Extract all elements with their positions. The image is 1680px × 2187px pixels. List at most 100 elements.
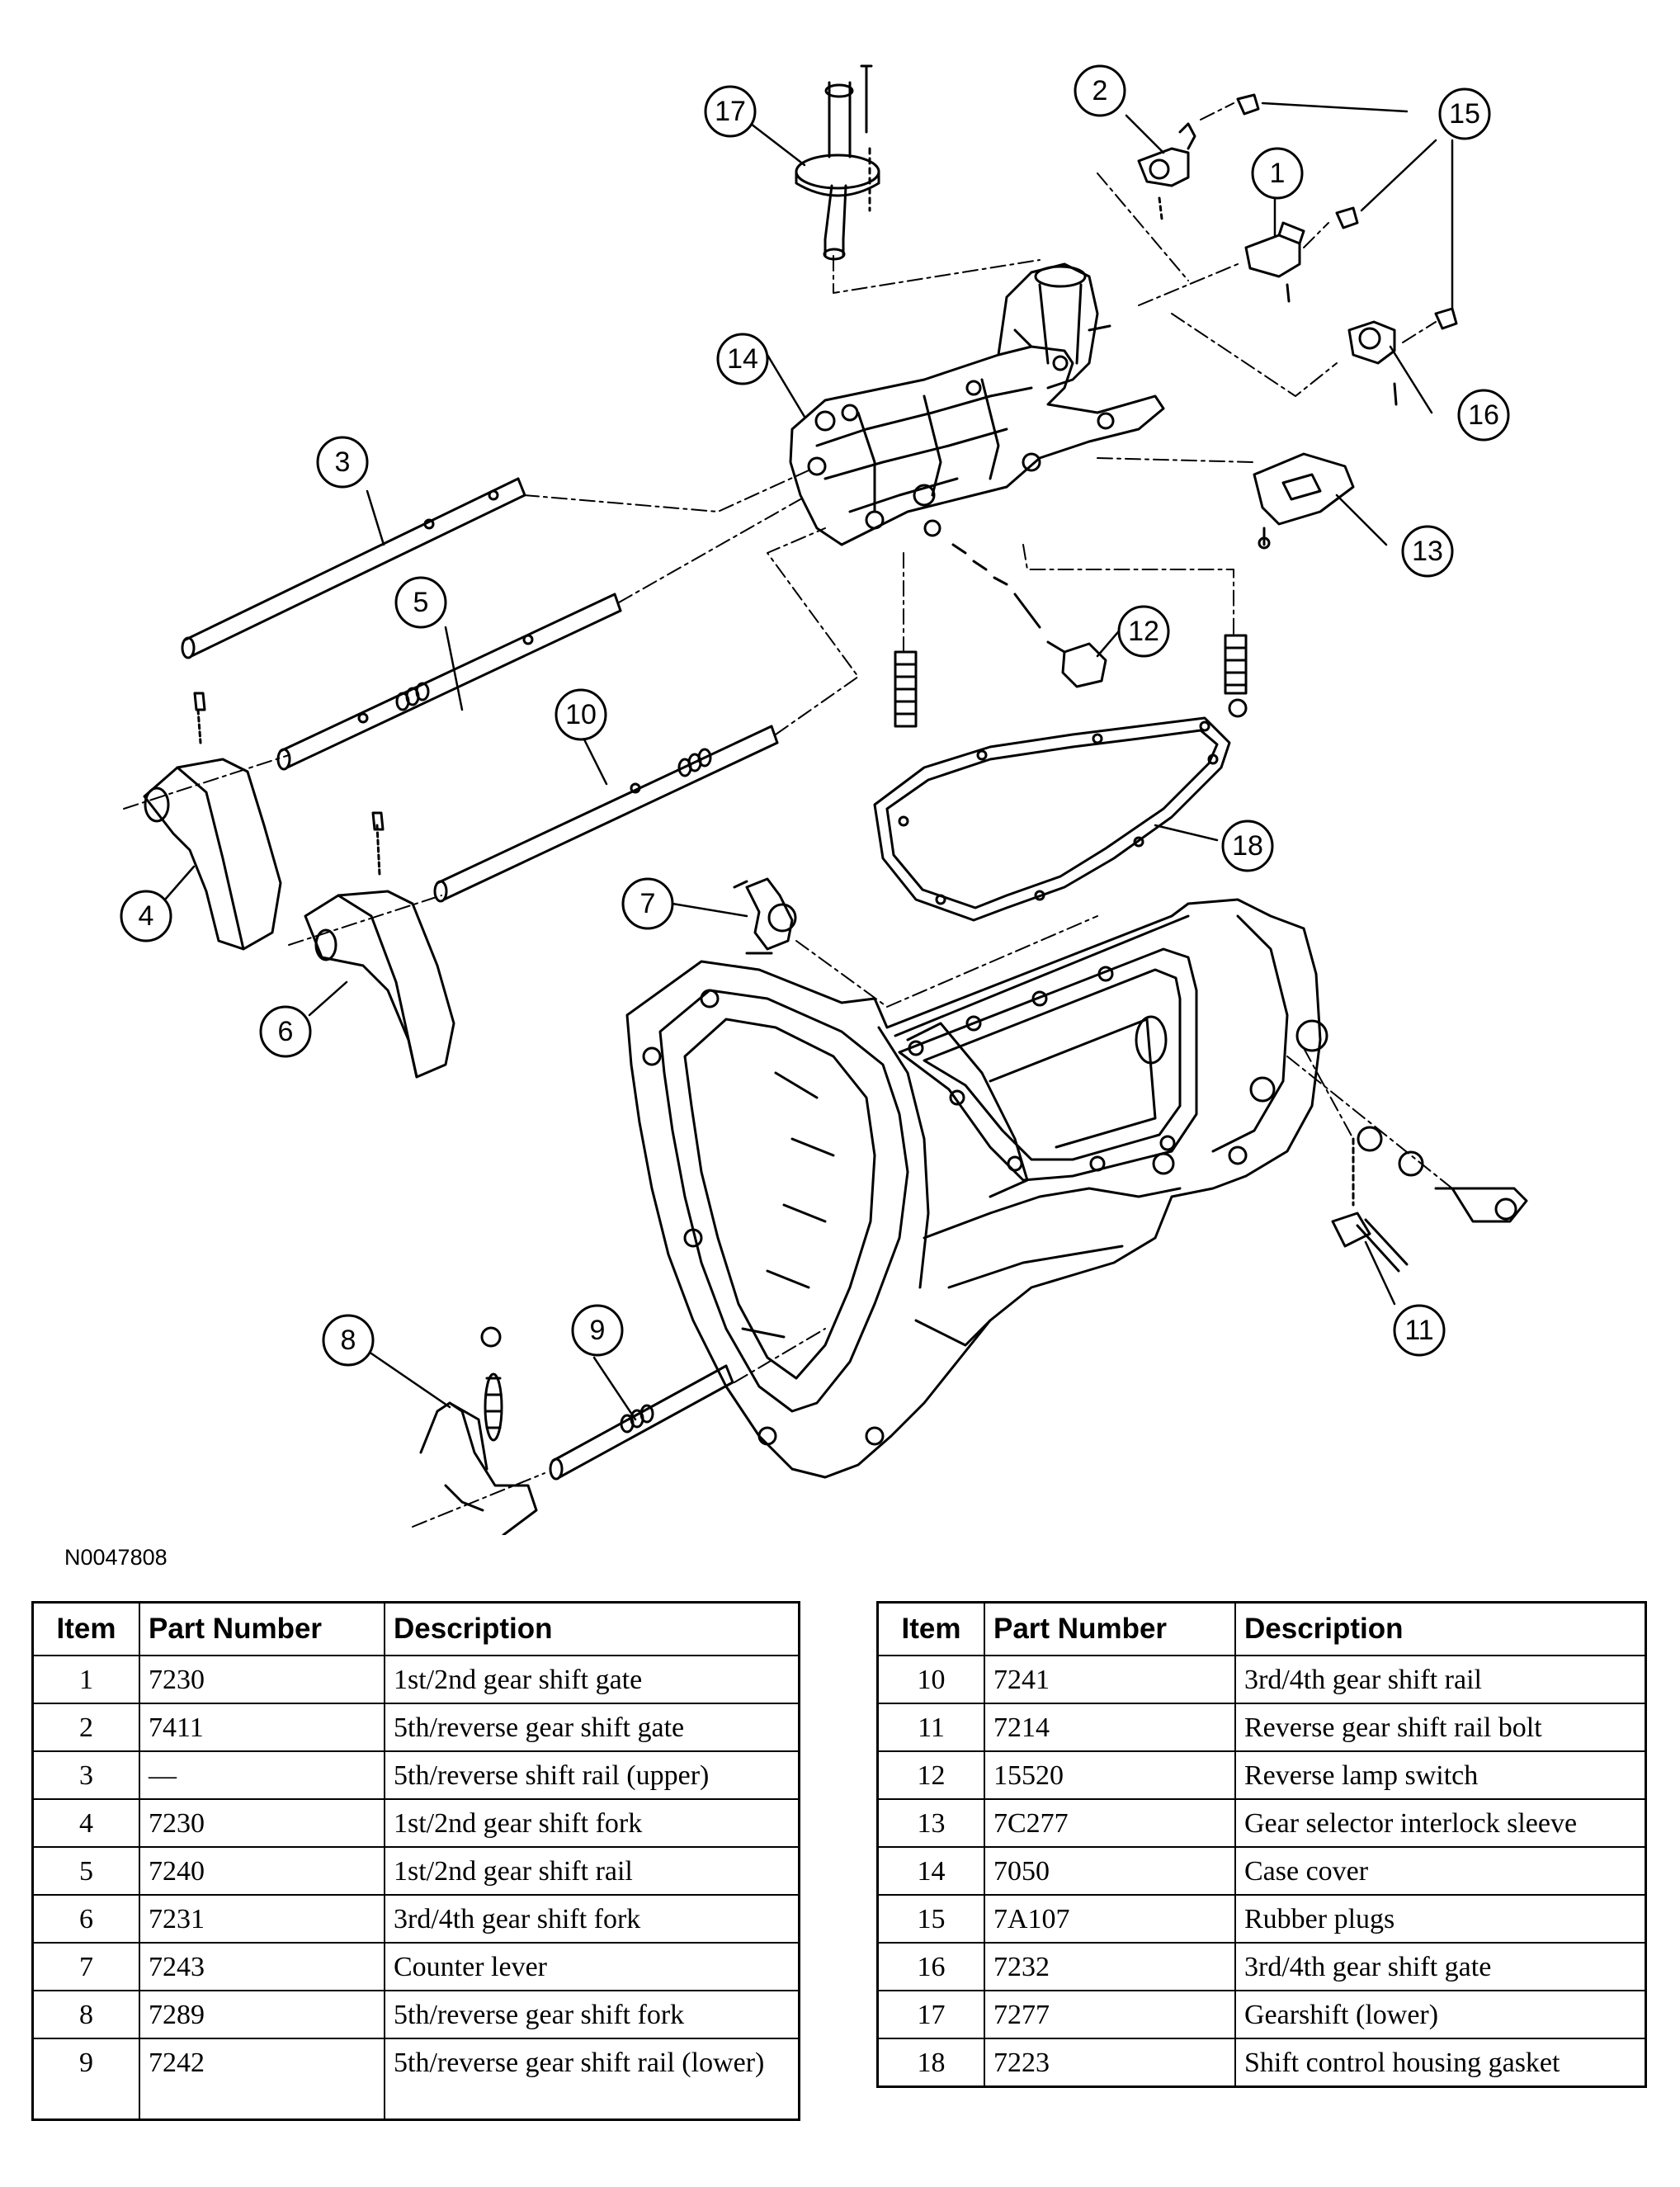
shift-rail-bolt (1331, 1126, 1528, 1273)
fifth-reverse-fork (419, 1326, 538, 1535)
callout-15: 15 (1449, 98, 1480, 130)
description-cell: 1st/2nd gear shift fork (384, 1798, 800, 1848)
header-description: Description (1234, 1601, 1647, 1656)
assembly-lines (123, 102, 1453, 1528)
description-cell: 3rd/4th gear shift fork (384, 1894, 800, 1944)
callout-9: 9 (590, 1315, 606, 1346)
part-number-cell: 7242 (139, 2038, 385, 2120)
callout-12: 12 (1128, 616, 1159, 647)
description-cell: Reverse gear shift rail bolt (1234, 1703, 1647, 1752)
callout-2: 2 (1092, 75, 1108, 106)
first-second-gate (1244, 221, 1305, 303)
part-number-cell: 7277 (984, 1990, 1236, 2039)
part-number-cell: 7214 (984, 1703, 1236, 1752)
case-cover (789, 262, 1165, 546)
item-cell: 1 (31, 1655, 140, 1704)
callout-numbers: 1 2 3 4 5 6 7 8 9 10 11 12 13 14 15 16 1… (139, 75, 1499, 1356)
item-cell: 2 (31, 1703, 140, 1752)
part-number-cell: — (139, 1750, 385, 1800)
callout-1: 1 (1270, 158, 1286, 189)
callout-7: 7 (640, 888, 656, 919)
callout-11: 11 (1404, 1315, 1433, 1346)
header-description: Description (384, 1601, 800, 1656)
part-number-cell: 7243 (139, 1942, 385, 1991)
item-cell: 5 (31, 1846, 140, 1896)
callout-5: 5 (413, 587, 429, 618)
first-second-fork (143, 692, 282, 951)
item-cell: 17 (876, 1990, 985, 2039)
item-cell: 6 (31, 1894, 140, 1944)
rubber-plugs (1236, 93, 1458, 330)
callout-13: 13 (1412, 536, 1443, 567)
item-cell: 3 (31, 1750, 140, 1800)
detent-springs (894, 543, 1248, 728)
header-part-number: Part Number (139, 1601, 385, 1656)
upper-shift-rail (181, 477, 526, 659)
description-cell: Counter lever (384, 1942, 800, 1991)
lower-shift-rail (549, 1364, 734, 1481)
callout-3: 3 (335, 446, 351, 478)
description-cell: Gearshift (lower) (1234, 1990, 1647, 2039)
description-cell: 3rd/4th gear shift gate (1234, 1942, 1647, 1991)
item-cell: 7 (31, 1942, 140, 1991)
header-item: Item (876, 1601, 985, 1656)
table-row: 3—5th/reverse shift rail (upper) (31, 1750, 800, 1800)
part-number-cell: 7230 (139, 1655, 385, 1704)
part-number-cell: 7050 (984, 1846, 1236, 1896)
callout-leaders (163, 102, 1454, 1421)
callout-14: 14 (727, 343, 758, 375)
part-number-cell: 7240 (139, 1846, 385, 1896)
part-number-cell: 7230 (139, 1798, 385, 1848)
gearshift-lower (795, 64, 880, 261)
part-number-cell: 15520 (984, 1750, 1236, 1800)
third-fourth-gate (1347, 320, 1398, 406)
callout-16: 16 (1468, 399, 1499, 431)
header-item: Item (31, 1601, 140, 1656)
third-fourth-fork (304, 811, 455, 1079)
description-cell: Case cover (1234, 1846, 1647, 1896)
fifth-reverse-gate (1137, 122, 1196, 220)
part-number-cell: 7231 (139, 1894, 385, 1944)
description-cell: 5th/reverse gear shift fork (384, 1990, 800, 2039)
counter-lever (733, 877, 797, 955)
callout-circles (120, 64, 1510, 1367)
item-cell: 12 (876, 1750, 985, 1800)
callout-8: 8 (341, 1325, 356, 1356)
item-cell: 9 (31, 2038, 140, 2120)
callout-6: 6 (278, 1016, 294, 1047)
part-number-cell: 7C277 (984, 1798, 1236, 1848)
callout-18: 18 (1232, 830, 1263, 862)
callout-4: 4 (139, 900, 154, 932)
part-number-cell: 7A107 (984, 1894, 1236, 1944)
description-cell: 3rd/4th gear shift rail (1234, 1655, 1647, 1704)
drawing-code: N0047808 (64, 1545, 168, 1570)
item-cell: 11 (876, 1703, 985, 1752)
description-cell: Shift control housing gasket (1234, 2038, 1647, 2087)
table-header-row: Item Part Number Description (31, 1601, 800, 1656)
description-cell: Rubber plugs (1234, 1894, 1647, 1944)
transmission-case (625, 898, 1328, 1479)
part-number-cell: 7241 (984, 1655, 1236, 1704)
item-cell: 8 (31, 1990, 140, 2039)
description-cell: 5th/reverse shift rail (upper) (384, 1750, 800, 1800)
exploded-view-diagram: 1 2 3 4 5 6 7 8 9 10 11 12 13 14 15 16 1… (120, 64, 1528, 1535)
part-number-cell: 7232 (984, 1942, 1236, 1991)
description-cell: 1st/2nd gear shift gate (384, 1655, 800, 1704)
description-cell: 5th/reverse gear shift gate (384, 1703, 800, 1752)
header-part-number: Part Number (984, 1601, 1236, 1656)
